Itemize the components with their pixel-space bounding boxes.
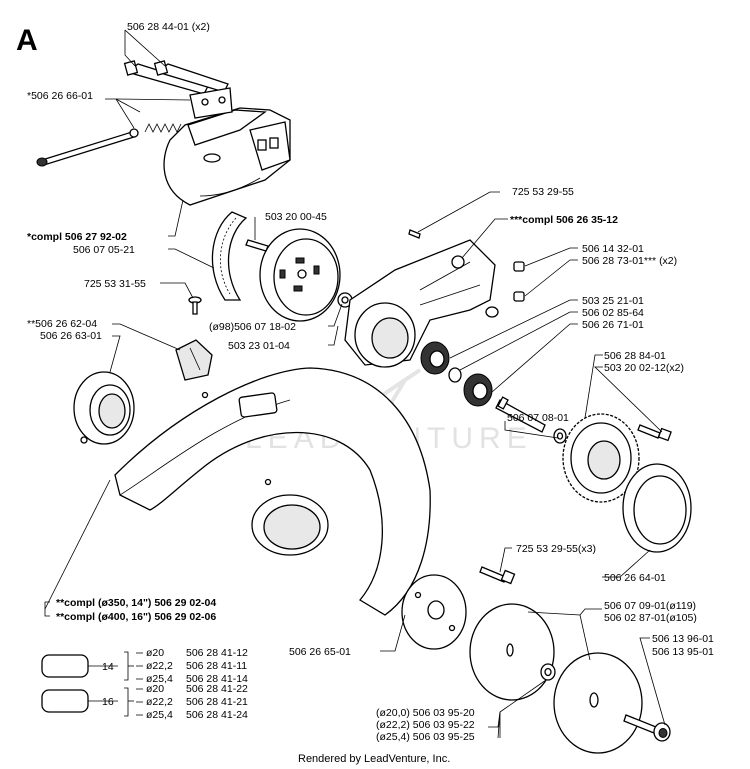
bolt-pair-drawing — [123, 60, 229, 95]
table-part: 506 28 41-14 — [186, 673, 248, 685]
screw-spring-drawing — [36, 123, 182, 167]
table-dia: ø22,2 — [146, 696, 173, 708]
label-506-02-87-01: 506 02 87-01(ø105) — [604, 612, 697, 624]
label-506-07-08-01: 506 07 08-01 — [507, 412, 569, 424]
table-group-number: 16 — [102, 696, 114, 708]
label-506-26-66-01: *506 26 66-01 — [27, 90, 93, 102]
label-506-03-95-22: (ø22,2) 506 03 95-22 — [376, 719, 475, 731]
label-503-20-02-12: 503 20 02-12(x2) — [604, 362, 684, 374]
table-part: 506 28 41-24 — [186, 709, 248, 721]
label-506-26-65-01: 506 26 65-01 — [289, 646, 351, 658]
toothed-flange-drawing — [562, 413, 672, 503]
part-drawings — [36, 60, 692, 754]
label-506-28-84-01: 506 28 84-01 — [604, 350, 666, 362]
label-503-20-00-45: 503 20 00-45 — [265, 211, 327, 223]
label-503-23-01-04: 503 23 01-04 — [228, 340, 290, 352]
label-725-53-29-55: 725 53 29-55 — [512, 186, 574, 198]
pulley-drawing — [245, 228, 353, 322]
table-group-number: 14 — [102, 661, 114, 673]
small-screw-drawing — [188, 296, 202, 315]
table-dia: ø22,2 — [146, 660, 173, 672]
label-506-28-73-01: 506 28 73-01*** (x2) — [582, 255, 677, 267]
table-part: 506 28 41-22 — [186, 683, 248, 695]
label-compl-350: **compl (ø350, 14") 506 29 02-04 — [56, 597, 216, 609]
cover-plate-drawing — [401, 566, 516, 650]
table-dia: ø20 — [146, 647, 164, 659]
label-506-03-95-25: (ø25,4) 506 03 95-25 — [376, 731, 475, 743]
label-506-14-32-01: 506 14 32-01 — [582, 243, 644, 255]
shaft-drawing — [495, 396, 567, 444]
left-flange-drawing — [73, 371, 135, 445]
bearings-drawing — [420, 341, 493, 407]
label-506-07-09-01: 506 07 09-01(ø119) — [604, 600, 696, 612]
table-part: 506 28 41-12 — [186, 647, 248, 659]
table-part: 506 28 41-21 — [186, 696, 248, 708]
label-506-26-63-01: 506 26 63-01 — [40, 330, 102, 342]
tension-arm-drawing — [344, 239, 496, 368]
belt-cover-drawing — [163, 87, 291, 206]
nuts-washers-drawing — [408, 229, 525, 318]
label-506-07-05-21: 506 07 05-21 — [73, 244, 135, 256]
label-compl-506-27-92-02: *compl 506 27 92-02 — [27, 231, 127, 243]
label-506-28-44-01: 506 28 44-01 (x2) — [127, 21, 210, 33]
label-506-26-71-01: 506 26 71-01 — [582, 319, 644, 331]
part-labels: 506 28 44-01 (x2) *506 26 66-01 *compl 5… — [27, 21, 714, 743]
small-bracket-drawing — [175, 339, 213, 381]
label-506-13-95-01: 506 13 95-01 — [652, 646, 714, 658]
label-506-07-18-02: (ø98)506 07 18-02 — [209, 321, 296, 333]
spacer-rings-drawing — [41, 654, 89, 713]
label-506-02-85-64: 506 02 85-64 — [582, 307, 644, 319]
label-725-53-29-55-x3: 725 53 29-55(x3) — [516, 543, 596, 555]
label-506-26-64-01: 506 26 64-01 — [604, 572, 666, 584]
blade-flanges-drawing — [469, 603, 671, 754]
table-dia: ø20 — [146, 683, 164, 695]
spacer-table: 14 ø20 506 28 41-12 ø22,2 506 28 41-11 ø… — [102, 647, 248, 721]
label-725-53-31-55: 725 53 31-55 — [84, 278, 146, 290]
label-compl-506-26-35-12: ***compl 506 26 35-12 — [510, 214, 618, 226]
leader-lines — [44, 29, 666, 739]
outer-ring-drawing — [622, 463, 692, 553]
section-letter: A — [16, 24, 38, 57]
blade-guard-drawing — [114, 367, 431, 616]
table-dia: ø25,4 — [146, 709, 173, 721]
label-506-03-95-20: (ø20,0) 506 03 95-20 — [376, 707, 475, 719]
table-part: 506 28 41-11 — [186, 660, 247, 672]
footer-credit: Rendered by LeadVenture, Inc. — [298, 753, 450, 765]
label-506-13-96-01: 506 13 96-01 — [652, 633, 714, 645]
label-503-25-21-01: 503 25 21-01 — [582, 295, 644, 307]
label-compl-400: **compl (ø400, 16") 506 29 02-06 — [56, 611, 216, 623]
drive-belt-drawing — [211, 211, 248, 301]
table-dia: ø25,4 — [146, 673, 173, 685]
label-506-26-62-04: **506 26 62-04 — [27, 318, 97, 330]
